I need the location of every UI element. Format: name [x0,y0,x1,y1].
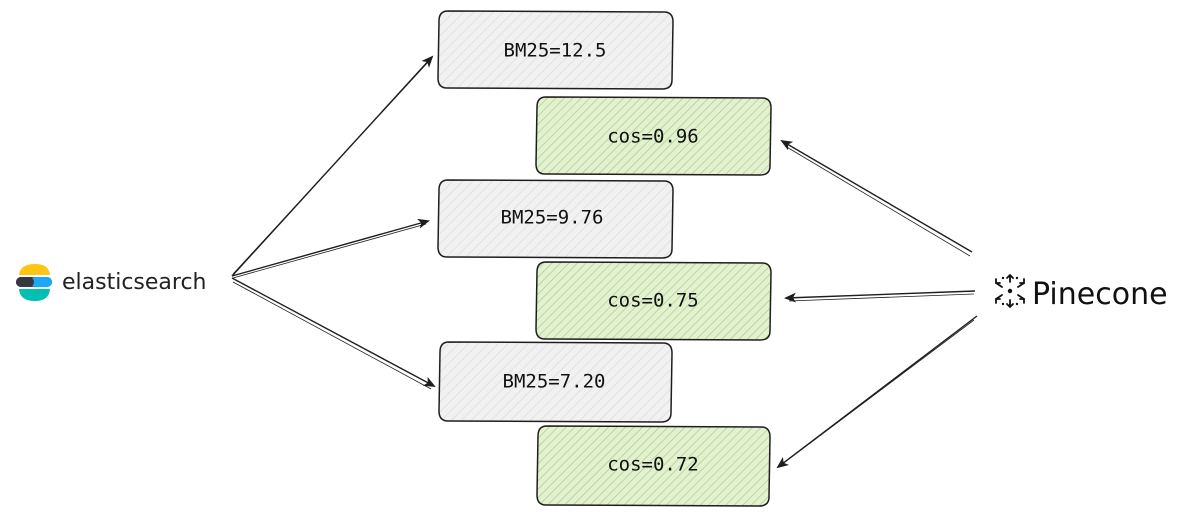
bm25-box-1: BM25=12.5 [437,10,674,90]
arrow-pc-to-cos-1 [780,139,973,253]
bm25-label-1: BM25=12.5 [504,40,607,62]
bm25-box-3: BM25=7.20 [438,341,673,423]
cos-box-3: cos=0.72 [536,425,771,507]
pinecone-arrows [776,139,978,469]
pinecone-logo: Pinecone [995,273,1168,312]
cos-label-2: cos=0.75 [607,290,699,312]
arrow-pc-to-cos-2 [784,290,976,303]
cos-box-1: cos=0.96 [535,96,772,176]
elasticsearch-arrows [231,55,436,390]
cos-box-2: cos=0.75 [535,261,772,341]
bm25-box-2: BM25=9.76 [437,179,674,259]
arrow-es-to-bm25-3 [231,277,436,387]
elasticsearch-logo: elasticsearch [16,264,207,301]
pinecone-wordmark: Pinecone [1032,277,1168,312]
elasticsearch-logo-icon [16,264,52,301]
cos-label-1: cos=0.96 [607,126,699,148]
elasticsearch-wordmark: elasticsearch [62,270,207,295]
pinecone-logo-icon [995,273,1025,309]
arrow-es-to-bm25-2 [231,218,430,277]
cos-label-3: cos=0.72 [607,454,699,476]
bm25-label-3: BM25=7.20 [503,371,606,393]
bm25-label-2: BM25=9.76 [501,207,604,229]
arrow-pc-to-cos-3 [776,315,978,469]
